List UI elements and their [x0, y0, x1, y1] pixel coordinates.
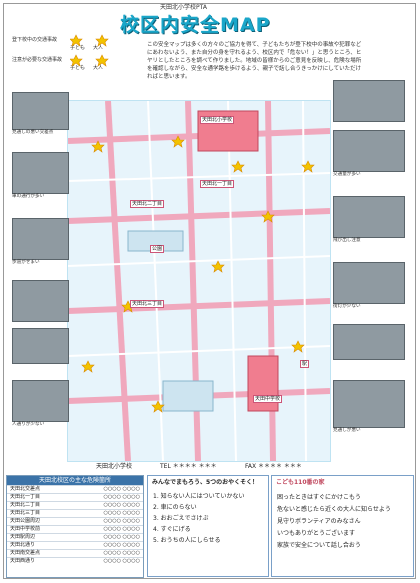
legend-adult-1: 大人 [92, 45, 103, 51]
footer-school: 天田北小学校 [96, 463, 133, 470]
info-line: 危ないと感じたら近くの大人に知らせよう [277, 506, 391, 513]
photo-9 [333, 196, 405, 238]
danger-row-time: ○○○○ ○○○○ [103, 550, 141, 556]
danger-row: 天田北二丁目 ○○○○ ○○○○ [7, 501, 143, 509]
promise-item: 4. すぐにげる [153, 526, 191, 533]
page-title: 校区内安全MAP [120, 14, 271, 36]
danger-row-place: 天田駅周辺 [10, 534, 36, 540]
promise-item: 5. おうちの人にしらせる [153, 537, 221, 544]
danger-row-time: ○○○○ ○○○○ [103, 518, 141, 524]
info-line: 家族で安全について話し合おう [277, 542, 361, 549]
legend-adult-2: 大人 [92, 65, 103, 71]
danger-row-place: 天田北三丁目 [10, 510, 41, 516]
caption-6: 飛び出し注意 [333, 238, 361, 243]
danger-row-place: 天田北一丁目 [10, 494, 41, 500]
footer-fax: FAX ＊＊＊＊ ＊＊＊ [245, 463, 302, 470]
photo-2 [12, 152, 69, 194]
danger-list-rows: 天田北交差点 ○○○○ ○○○○ 天田北一丁目 ○○○○ ○○○○ 天田北二丁目 ○○○○… [7, 485, 143, 565]
map-area [67, 100, 331, 462]
map-label-area2: 天田北二丁目 [130, 200, 165, 208]
info-title: こども110番の家 [276, 479, 325, 486]
danger-row: 天田北交差点 ○○○○ ○○○○ [7, 485, 143, 493]
org-name: 天田北小学校PTA [160, 4, 207, 11]
photo-5 [12, 328, 69, 364]
caption-5: 交通量が多い [333, 172, 361, 177]
danger-row-time: ○○○○ ○○○○ [103, 494, 141, 500]
promise-item: 2. 車にのらない [153, 504, 197, 511]
map-label-school2: 天田中学校 [253, 395, 283, 403]
info-line: 見守りボランティアのみなさん [277, 518, 361, 525]
info-list: 困ったときはすぐにかけこもう危ないと感じたら近くの大人に知らせよう見守りボランテ… [272, 494, 413, 549]
danger-row-place: 天田北交差点 [10, 486, 41, 492]
danger-row-place: 天田公園周辺 [10, 518, 41, 524]
promise-list: 1. 知らない人にはついていかない 2. 車にのらない 3. おおごえでさけぶ 4. … [148, 493, 268, 544]
danger-list-panel: 天田北校区の主な危険箇所 天田北交差点 ○○○○ ○○○○ 天田北一丁目 ○○○○ ○… [6, 475, 144, 578]
danger-row: 天田北通り ○○○○ ○○○○ [7, 541, 143, 549]
map-label-station: 駅 [300, 360, 310, 368]
caption-7: 街灯が少ない [333, 304, 361, 309]
map-svg [67, 100, 331, 462]
legend-row-1-items: 子ども 大人 [70, 44, 103, 51]
photo-4 [12, 280, 69, 322]
danger-row-time: ○○○○ ○○○○ [103, 534, 141, 540]
danger-row-time: ○○○○ ○○○○ [103, 558, 141, 564]
promise-title: みんなでまもろう、5つのおやくそく！ [152, 479, 259, 486]
page-frame [3, 3, 416, 579]
map-label-area3: 天田北三丁目 [130, 300, 165, 308]
legend-row-1: 登下校中の交通事故 [12, 36, 57, 43]
photo-11 [333, 324, 405, 360]
photo-7 [333, 80, 405, 122]
danger-row: 天田北三丁目 ○○○○ ○○○○ [7, 509, 143, 517]
danger-row-place: 天田中学校前 [10, 526, 41, 532]
danger-row: 天田駅周辺 ○○○○ ○○○○ [7, 533, 143, 541]
danger-row-place: 天田北二丁目 [10, 502, 41, 508]
promise-panel: みんなでまもろう、5つのおやくそく！ 1. 知らない人にはついていかない 2. 車… [147, 475, 269, 577]
danger-row-place: 天田西通り [10, 558, 36, 564]
danger-row-place: 天田南交差点 [10, 550, 41, 556]
photo-3 [12, 218, 69, 260]
legend-label-2: 注意が必要な交通事故 [12, 57, 63, 63]
danger-list-title: 天田北校区の主な危険箇所 [7, 476, 143, 485]
danger-row: 天田公園周辺 ○○○○ ○○○○ [7, 517, 143, 525]
legend-label-1: 登下校中の交通事故 [12, 37, 58, 43]
legend-star-icons [70, 34, 109, 67]
caption-1: 見通しの悪い交差点 [12, 130, 54, 135]
danger-row: 天田中学校前 ○○○○ ○○○○ [7, 525, 143, 533]
promise-item: 1. 知らない人にはついていかない [153, 493, 245, 500]
photo-1 [12, 92, 69, 130]
caption-4: 人通りが少ない [12, 422, 45, 427]
footer-tel: TEL ＊＊＊＊ ＊＊＊ [160, 463, 217, 470]
danger-row-time: ○○○○ ○○○○ [103, 486, 141, 492]
map-label-park: 公園 [150, 245, 165, 253]
photo-10 [333, 262, 405, 304]
photo-12 [333, 380, 405, 428]
danger-row: 天田西通り ○○○○ ○○○○ [7, 557, 143, 565]
legend-row-2-items: 子ども 大人 [70, 64, 103, 71]
promise-item: 3. おおごえでさけぶ [153, 515, 209, 522]
info-line: 困ったときはすぐにかけこもう [277, 494, 361, 501]
photo-8 [333, 130, 405, 172]
danger-row-place: 天田北通り [10, 542, 36, 548]
photo-6 [12, 380, 69, 422]
danger-row-time: ○○○○ ○○○○ [103, 510, 141, 516]
caption-8: 見通しが悪い [333, 428, 361, 433]
danger-row-time: ○○○○ ○○○○ [103, 502, 141, 508]
map-label-school: 天田北小学校 [200, 116, 235, 124]
info-line: いつもありがとうございます [277, 530, 356, 537]
danger-row: 天田北一丁目 ○○○○ ○○○○ [7, 493, 143, 501]
map-label-area1: 天田北一丁目 [200, 180, 235, 188]
danger-row-time: ○○○○ ○○○○ [103, 526, 141, 532]
danger-row-time: ○○○○ ○○○○ [103, 542, 141, 548]
legend-row-2: 注意が必要な交通事故 [12, 56, 62, 63]
caption-2: 車の通行が多い [12, 194, 45, 199]
caption-3: 歩道がせまい [12, 260, 40, 265]
danger-row: 天田南交差点 ○○○○ ○○○○ [7, 549, 143, 557]
info-panel: こども110番の家 困ったときはすぐにかけこもう危ないと感じたら近くの大人に知ら… [271, 475, 414, 577]
legend-child-2: 子ども [70, 65, 86, 71]
intro-text: この安全マップは多くの方々のご協力を得て、子どもたちが登下校中の事故や犯罪などに… [147, 42, 362, 80]
legend-child-1: 子ども [70, 45, 86, 51]
